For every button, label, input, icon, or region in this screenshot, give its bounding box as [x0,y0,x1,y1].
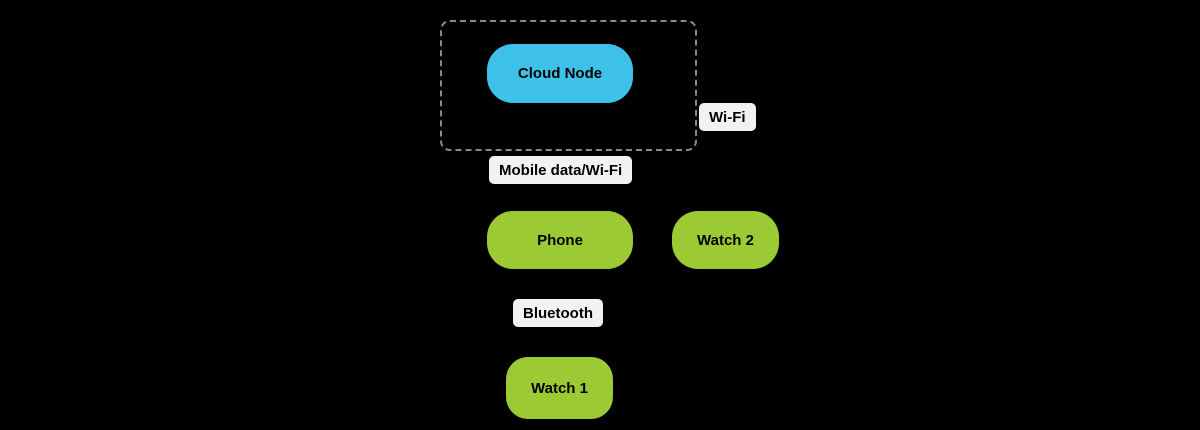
wifi-edge-label-text: Wi-Fi [709,108,746,126]
watch1-node: Watch 1 [506,357,613,419]
mobile-data-wifi-edge-label: Mobile data/Wi-Fi [489,156,633,184]
cloud-cluster-box [440,20,697,151]
phone-node-label: Phone [537,231,583,249]
mobile-data-wifi-edge-label-text: Mobile data/Wi-Fi [499,161,623,179]
watch2-node-label: Watch 2 [697,231,754,249]
cloud-node: Cloud Node [487,44,633,103]
phone-node: Phone [487,211,633,269]
watch1-node-label: Watch 1 [531,379,588,397]
bluetooth-edge-label-text: Bluetooth [523,304,593,322]
watch2-node: Watch 2 [672,211,779,269]
cloud-node-label: Cloud Node [517,65,603,82]
bluetooth-edge-label: Bluetooth [513,299,603,327]
wifi-edge-label: Wi-Fi [699,103,756,131]
